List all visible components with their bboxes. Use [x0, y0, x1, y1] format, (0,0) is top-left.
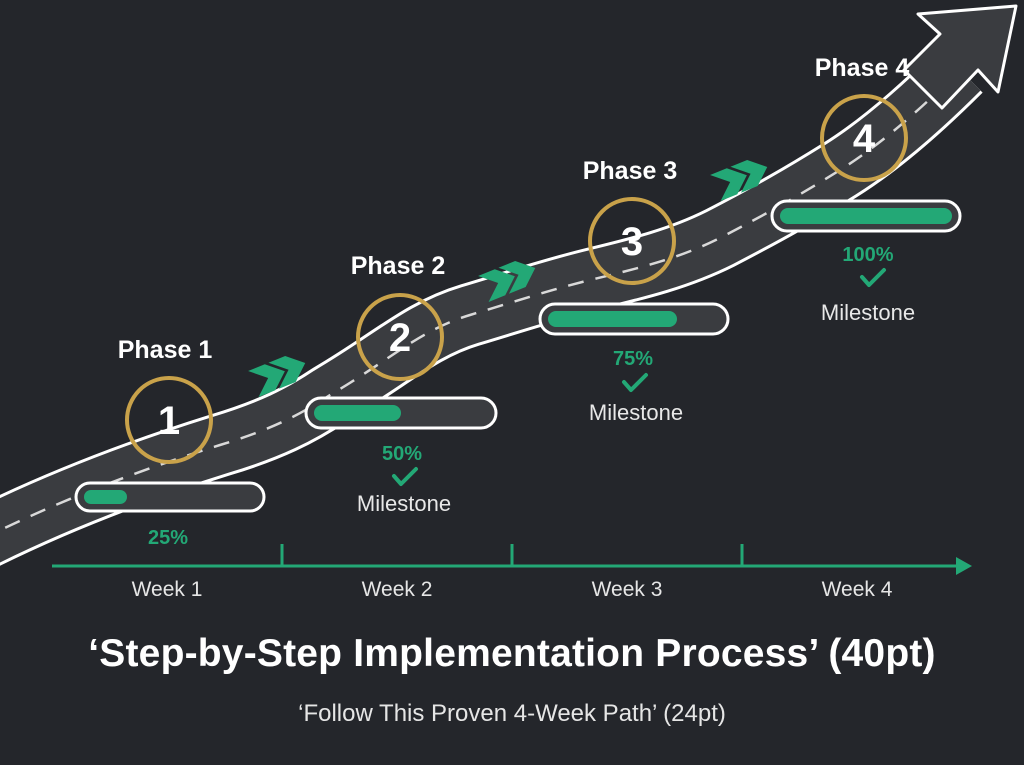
phase-1-number: 1: [158, 399, 180, 443]
chevrons: [248, 160, 768, 397]
chevron-right-icon: [248, 356, 306, 397]
week-4-label: Week 4: [822, 578, 893, 601]
week-2-label: Week 2: [362, 578, 433, 601]
check-icon: [622, 373, 648, 392]
phase-badges: 1 2 3 4: [125, 94, 908, 464]
phase-2-number: 2: [389, 316, 411, 360]
phase-4-number: 4: [853, 117, 876, 161]
check-icon: [392, 467, 418, 486]
phase-labels: Phase 1 25% Phase 2 50% Milestone Phase 3 75% M…: [118, 54, 915, 549]
week-3-label: Week 3: [592, 578, 663, 601]
chevron-right-icon: [710, 160, 768, 201]
chevron-right-icon: [478, 261, 536, 302]
phase-2-milestone: Milestone: [357, 491, 451, 516]
phase-1-label: Phase 1: [118, 336, 213, 364]
page-title: ‘Step-by-Step Implementation Process’ (4…: [88, 632, 936, 675]
timeline-arrow-icon: [956, 557, 972, 575]
progress-bars: [74, 199, 962, 513]
phase-1-progress-fill: [84, 490, 127, 504]
phase-3-label: Phase 3: [583, 157, 678, 185]
phase-2-percentage: 50%: [382, 443, 422, 465]
phase-3-badge: [588, 197, 676, 285]
phase-3-number: 3: [621, 220, 643, 264]
phase-1-badge: [125, 376, 213, 464]
phase-2-progress-fill: [314, 405, 401, 421]
check-icon: [860, 268, 886, 287]
phase-4-milestone: Milestone: [821, 300, 915, 325]
arrow-up-right-icon: [902, 4, 1018, 110]
phase-4-badge: [820, 94, 908, 182]
phase-2-badge: [356, 293, 444, 381]
phase-1-percentage: 25%: [148, 527, 188, 549]
page-subtitle: ‘Follow This Proven 4-Week Path’ (24pt): [298, 700, 726, 727]
phase-3-milestone: Milestone: [589, 400, 683, 425]
phase-3-percentage: 75%: [613, 348, 653, 370]
phase-2-label: Phase 2: [351, 252, 446, 280]
phase-1-progress-track: [74, 481, 266, 513]
phase-4-percentage: 100%: [842, 244, 893, 266]
timeline: Week 1 Week 2 Week 3 Week 4: [52, 544, 972, 601]
phase-4-label: Phase 4: [815, 54, 910, 82]
phase-3-progress-fill: [548, 311, 677, 327]
phase-4-progress-fill: [780, 208, 952, 224]
week-1-label: Week 1: [132, 578, 203, 601]
road: [0, 4, 1018, 566]
